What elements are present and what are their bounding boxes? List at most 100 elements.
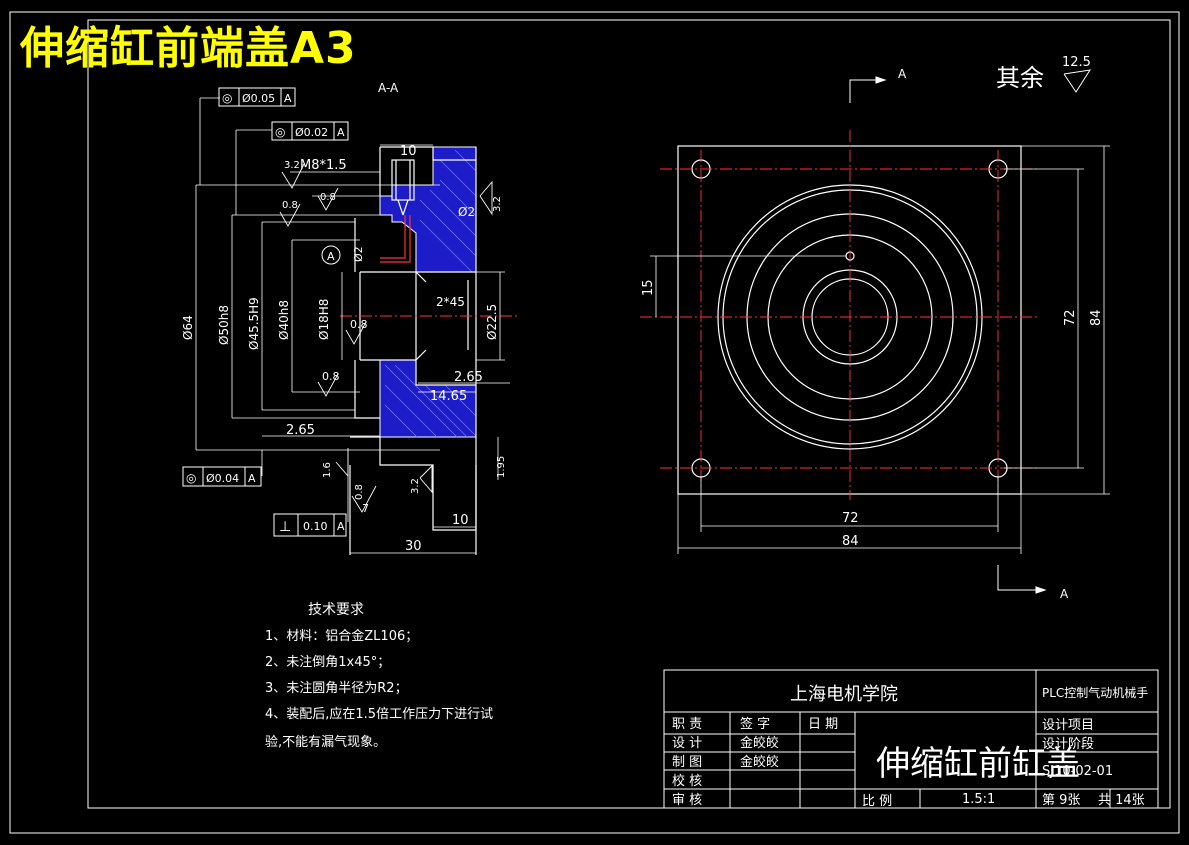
role-check: 校 核 bbox=[672, 773, 702, 789]
hatch-lines bbox=[384, 149, 477, 438]
tech-requirements: 技术要求 1、材料：铝合金ZL106； 2、未注倒角1x45°； 3、未注圆角半… bbox=[265, 602, 493, 750]
tolerance-frame-top2: ◎ Ø0.02 A bbox=[271, 121, 349, 141]
svg-text:Ø0.05: Ø0.05 bbox=[242, 92, 275, 105]
section-dim-lines bbox=[195, 97, 510, 554]
dim-64: Ø64 bbox=[181, 315, 195, 340]
rough-08-d: 0.8 bbox=[322, 370, 340, 383]
svg-text:◎: ◎ bbox=[186, 471, 196, 485]
roughness-symbols bbox=[279, 163, 493, 513]
svg-text:◎: ◎ bbox=[222, 91, 232, 105]
svg-text:Ø0.02: Ø0.02 bbox=[295, 126, 328, 139]
rough-32-c: 3.2 bbox=[410, 478, 421, 494]
plan-view: 15 72 84 72 84 A A bbox=[640, 67, 1110, 601]
dim-phi2-a: Ø2 bbox=[458, 205, 475, 219]
dim-18: Ø18H8 bbox=[317, 299, 331, 340]
plan-square bbox=[677, 145, 1022, 495]
svg-text:Ø0.04: Ø0.04 bbox=[206, 472, 239, 485]
dim-10-bottom: 10 bbox=[452, 513, 469, 528]
plan-dim-lines bbox=[650, 145, 1110, 554]
dim-50: Ø50h8 bbox=[217, 305, 231, 345]
outer-border bbox=[9, 11, 1180, 834]
sheet-total: 共 14张 bbox=[1098, 793, 1145, 808]
tolerance-frame-top1: ◎ Ø0.05 A bbox=[218, 87, 296, 107]
tech-item-5: 验,不能有漏气现象。 bbox=[265, 734, 386, 750]
dim-265-a: 2.65 bbox=[454, 370, 483, 385]
rough-08-a: 0.8 bbox=[282, 200, 298, 211]
rough-08-e: 0.8 bbox=[354, 484, 365, 500]
sheet-number: 第 9张 bbox=[1042, 793, 1080, 808]
svg-text:0.10: 0.10 bbox=[303, 520, 328, 533]
dim-455: Ø45.5H9 bbox=[247, 297, 261, 350]
dim-7: 7 bbox=[362, 502, 369, 515]
title-block: 上海电机学院 PLC控制气动机械手 职 责 签 字 日 期 设 计 金皎皎 制 … bbox=[663, 669, 1159, 809]
bolt-holes bbox=[691, 159, 1008, 478]
part-name: 伸缩缸前缸盖 bbox=[876, 744, 1080, 784]
design-project-label: 设计项目 bbox=[1042, 718, 1094, 733]
tech-title: 技术要求 bbox=[308, 602, 364, 618]
inner-border bbox=[87, 19, 1171, 809]
tech-item-3: 3、未注圆角半径为R2； bbox=[265, 681, 408, 696]
svg-text:A: A bbox=[284, 92, 292, 105]
datum-label: A bbox=[327, 250, 335, 263]
tolerance-frame-perp: ⊥ 0.10 A bbox=[273, 513, 347, 537]
svg-text:A: A bbox=[337, 520, 345, 533]
tech-item-1: 1、材料：铝合金ZL106； bbox=[265, 628, 418, 644]
rough-32-b: 3.2 bbox=[492, 196, 503, 212]
tech-item-4: 4、装配后,应在1.5倍工作压力下进行试 bbox=[265, 706, 493, 722]
cut-marker-bottom: A bbox=[1060, 587, 1069, 601]
plan-dim-72-h: 72 bbox=[842, 511, 859, 526]
rough-16: 1.6 bbox=[322, 462, 333, 478]
cut-plane-markers bbox=[849, 76, 1047, 594]
dim-thread: M8*1.5 bbox=[300, 158, 347, 173]
design-stage-label: 设计阶段 bbox=[1042, 737, 1094, 752]
surface-note-value: 12.5 bbox=[1062, 55, 1091, 70]
svg-text:⊥: ⊥ bbox=[279, 519, 291, 535]
sign-header: 签 字 bbox=[740, 716, 770, 732]
designer-name: 金皎皎 bbox=[740, 735, 779, 751]
dim-225: Ø22.5 bbox=[485, 304, 499, 340]
date-header: 日 期 bbox=[808, 717, 838, 732]
plan-dim-72-v: 72 bbox=[1063, 309, 1078, 326]
scale-value: 1.5:1 bbox=[962, 792, 995, 807]
rough-08-b: 0.8 bbox=[320, 192, 336, 203]
rough-08-c: 0.8 bbox=[350, 318, 368, 331]
dim-1465: 14.65 bbox=[430, 389, 467, 404]
rough-32-a: 3.2 bbox=[284, 160, 300, 171]
section-view: A-A bbox=[181, 81, 520, 555]
dim-phi2-b: Ø2 bbox=[352, 246, 365, 262]
dim-30: 30 bbox=[405, 539, 422, 554]
cut-marker-top: A bbox=[898, 67, 907, 81]
dim-top-width: 10 bbox=[400, 144, 417, 159]
drafter-name: 金皎皎 bbox=[740, 754, 779, 770]
dim-195: 1.95 bbox=[496, 456, 507, 478]
school-name: 上海电机学院 bbox=[790, 684, 898, 705]
scale-label: 比 例 bbox=[862, 794, 892, 809]
role-draft: 制 图 bbox=[672, 755, 702, 770]
surface-note-text: 其余 bbox=[996, 64, 1044, 92]
drawing-number: SJ10-02-01 bbox=[1042, 764, 1113, 779]
role-design: 设 计 bbox=[672, 736, 702, 751]
dim-chamfer: 2*45 bbox=[436, 295, 465, 309]
dim-40: Ø40h8 bbox=[277, 300, 291, 340]
plan-centerlines bbox=[640, 130, 1040, 500]
plan-dim-84-h: 84 bbox=[842, 534, 859, 549]
plan-dim-15: 15 bbox=[641, 279, 656, 296]
datum-circle bbox=[321, 245, 341, 265]
svg-text:A: A bbox=[248, 472, 256, 485]
surface-note: 其余 12.5 bbox=[996, 55, 1092, 93]
tolerance-frame-bottom1: ◎ Ø0.04 A bbox=[182, 466, 262, 487]
plan-dim-84-v: 84 bbox=[1089, 309, 1104, 326]
part-outline bbox=[349, 146, 477, 555]
section-label: A-A bbox=[378, 81, 399, 95]
tech-item-2: 2、未注倒角1x45°； bbox=[265, 655, 390, 670]
role-approve: 审 核 bbox=[672, 793, 702, 808]
svg-text:◎: ◎ bbox=[275, 125, 285, 139]
project-name: PLC控制气动机械手 bbox=[1042, 685, 1148, 700]
dim-265-b: 2.65 bbox=[286, 423, 315, 438]
watermark-title: 伸缩缸前端盖A3 bbox=[20, 23, 357, 74]
svg-text:A: A bbox=[337, 126, 345, 139]
section-dim-texts: 10 M8*1.5 3.2 0.8 0.8 3.2 Ø2 Ø2 Ø64 Ø50h… bbox=[181, 144, 507, 554]
role-header: 职 责 bbox=[672, 717, 702, 732]
